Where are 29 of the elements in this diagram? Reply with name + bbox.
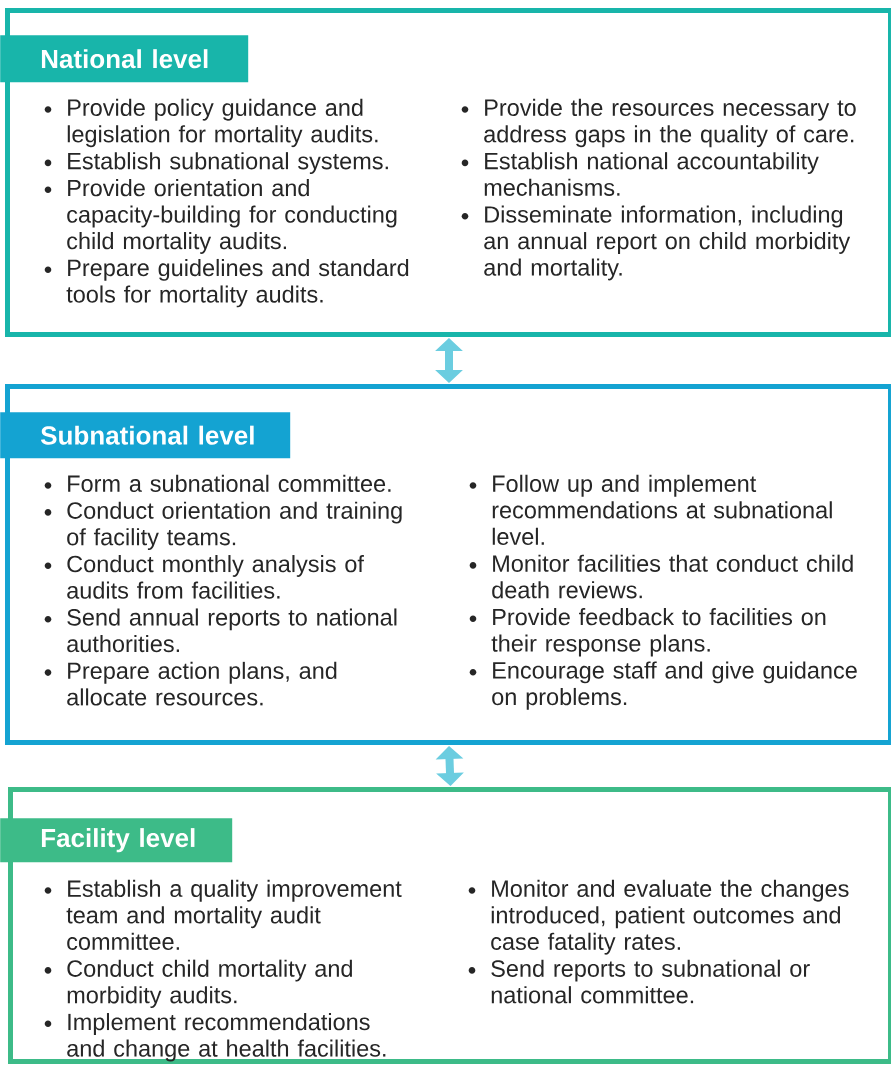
bullet-item: Send reports to subnational or national committee. (491, 959, 810, 1004)
bullet-item: Prepare guidelines and standard tools for mortality audits. (66, 258, 409, 308)
bullet-item: Establish subnational systems. (68, 152, 388, 175)
level-box (5, 8, 891, 337)
bullet-item: Establish a quality improvement team and mortality audit committee. (66, 879, 402, 950)
bullet-item: Provide feedback to facilities on their response plans. (491, 608, 826, 657)
level-heading: Facility level (0, 818, 233, 863)
bullet-item: Provide policy guidance and legislation for mortality audits. (67, 98, 378, 148)
bullet-item: Send annual reports to national authorities. (67, 608, 397, 653)
bullet-item: Conduct child mortality and morbidity audits. (67, 959, 352, 1009)
bullet-item: Follow up and implement recommendations at subnational level. (492, 474, 832, 545)
bullet-item: Conduct orientation and training of facility teams. (67, 501, 402, 551)
bullet-item: Provide the resources necessary to address gaps in the quality of care. (484, 98, 856, 148)
bullet-item: Prepare action plans, and allocate resources. (67, 661, 337, 706)
bullet-item: Monitor and evaluate the changes introduced, patient outcomes and case fatality rates. (491, 879, 849, 955)
bullet-item: Encourage staff and give guidance on problems. (492, 661, 857, 710)
bullet-item: Monitor facilities that conduct child death reviews. (492, 554, 853, 599)
double-arrow (435, 338, 463, 383)
bullet-item: Establish national accountability mechanisms. (484, 152, 819, 196)
bullet-item: Conduct monthly analysis of audits from facilities. (67, 555, 364, 599)
level-box (8, 787, 891, 1064)
level-heading: Subnational level (0, 412, 291, 459)
bullet-item: Disseminate information, including an annual report on child morbidity and mortality. (484, 205, 851, 281)
level-heading: National level (0, 35, 249, 83)
bullet-item: Form a subnational committee. (68, 474, 391, 492)
double-arrow (435, 746, 464, 786)
bullet-item: Implement recommendations and change at health facilities. (67, 1013, 386, 1062)
level-box (5, 384, 891, 745)
bullet-item: Provide orientation and capacity-building for conducting child mortality audits. (67, 179, 397, 254)
